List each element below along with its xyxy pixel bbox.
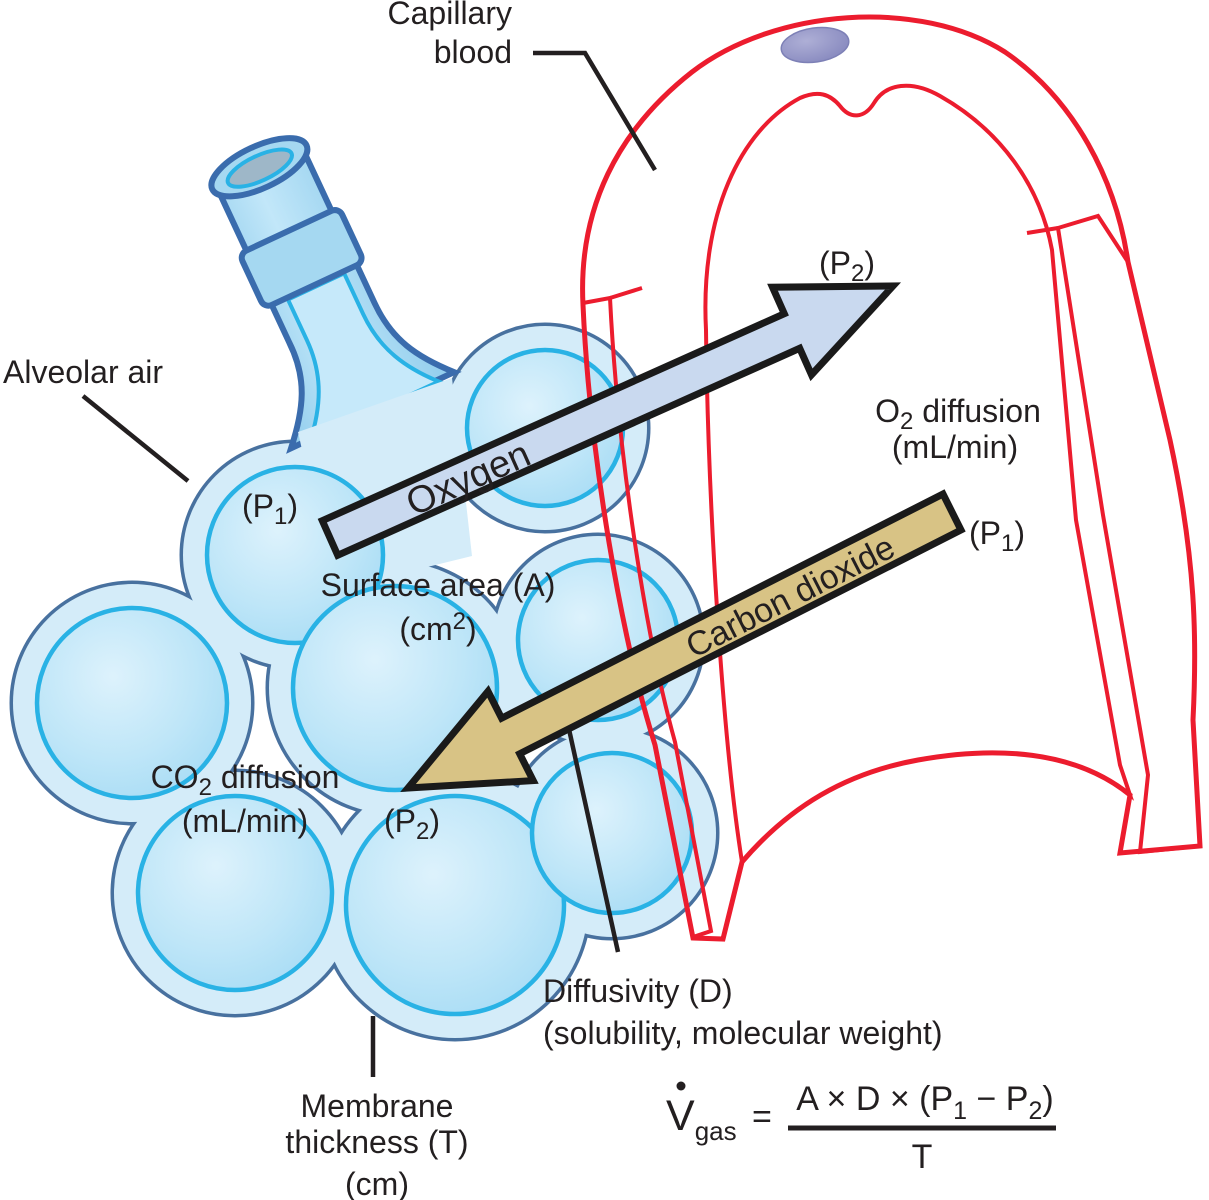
vdot-overdot (676, 1081, 686, 1091)
bronchiole-opening (225, 147, 294, 189)
surface-area-label: Surface area (A) (321, 567, 556, 603)
capillary-p1-label: (P1) (969, 515, 1025, 557)
capillary-left-wall-cut (580, 295, 714, 940)
alveolus-cell (343, 793, 567, 1017)
capillary-blood-label-line1: Capillary (388, 0, 512, 31)
capillary-wall-notch-right (1026, 226, 1059, 235)
membrane-thickness-label-line1: Membrane (301, 1088, 454, 1124)
alveolus-cell (34, 605, 230, 801)
alveolus-cell (529, 750, 695, 916)
formula-equals: = (752, 1098, 772, 1136)
bronchiole (208, 135, 462, 454)
diffusivity-label-line1: Diffusivity (D) (543, 973, 733, 1009)
surface-area-units: (cm2) (399, 608, 476, 647)
capillary-blood-pointer-line (533, 50, 657, 172)
capillary-wall-notch-left (609, 286, 643, 300)
alveolar-p2-label: (P2) (384, 803, 440, 845)
bronchiole-lumen (285, 270, 444, 446)
diffusion-formula: Vgas = A × D × (P1 − P2) T (666, 1080, 1056, 1176)
membrane-thickness-label-line3: (cm) (345, 1166, 409, 1200)
diffusivity-label-line2: (solubility, molecular weight) (543, 1015, 943, 1051)
capillary-lumen (703, 83, 1135, 867)
capillary-p2-label: (P2) (819, 245, 875, 287)
o2-diffusion-label: O2 diffusion (875, 393, 1041, 435)
capillary-right-wall-cut (1055, 213, 1203, 855)
alveolar-air-pointer-line (81, 394, 190, 483)
formula-denominator: T (912, 1138, 933, 1176)
bronchiole-collar (238, 207, 365, 309)
capillary (580, 14, 1203, 942)
co2-diffusion-label: CO2 diffusion (151, 759, 340, 801)
membrane-thickness-label-line2: thickness (T) (285, 1124, 468, 1160)
capillary-blood-label-line2: blood (434, 34, 512, 70)
diffusivity-pointer-line (560, 701, 621, 953)
alveolar-p1-label: (P1) (242, 488, 298, 530)
alveolar-air-label: Alveolar air (3, 354, 163, 390)
formula-flow-symbol: Vgas (666, 1092, 737, 1146)
alveolus-cell (135, 793, 335, 993)
o2-diffusion-units: (mL/min) (892, 429, 1018, 465)
oxygen-arrow-shape (317, 282, 902, 560)
carbon-dioxide-arrow-shape (400, 489, 966, 792)
formula-numerator: A × D × (P1 − P2) (796, 1080, 1053, 1125)
co2-diffusion-units: (mL/min) (182, 803, 308, 839)
endothelial-nucleus (780, 26, 850, 64)
